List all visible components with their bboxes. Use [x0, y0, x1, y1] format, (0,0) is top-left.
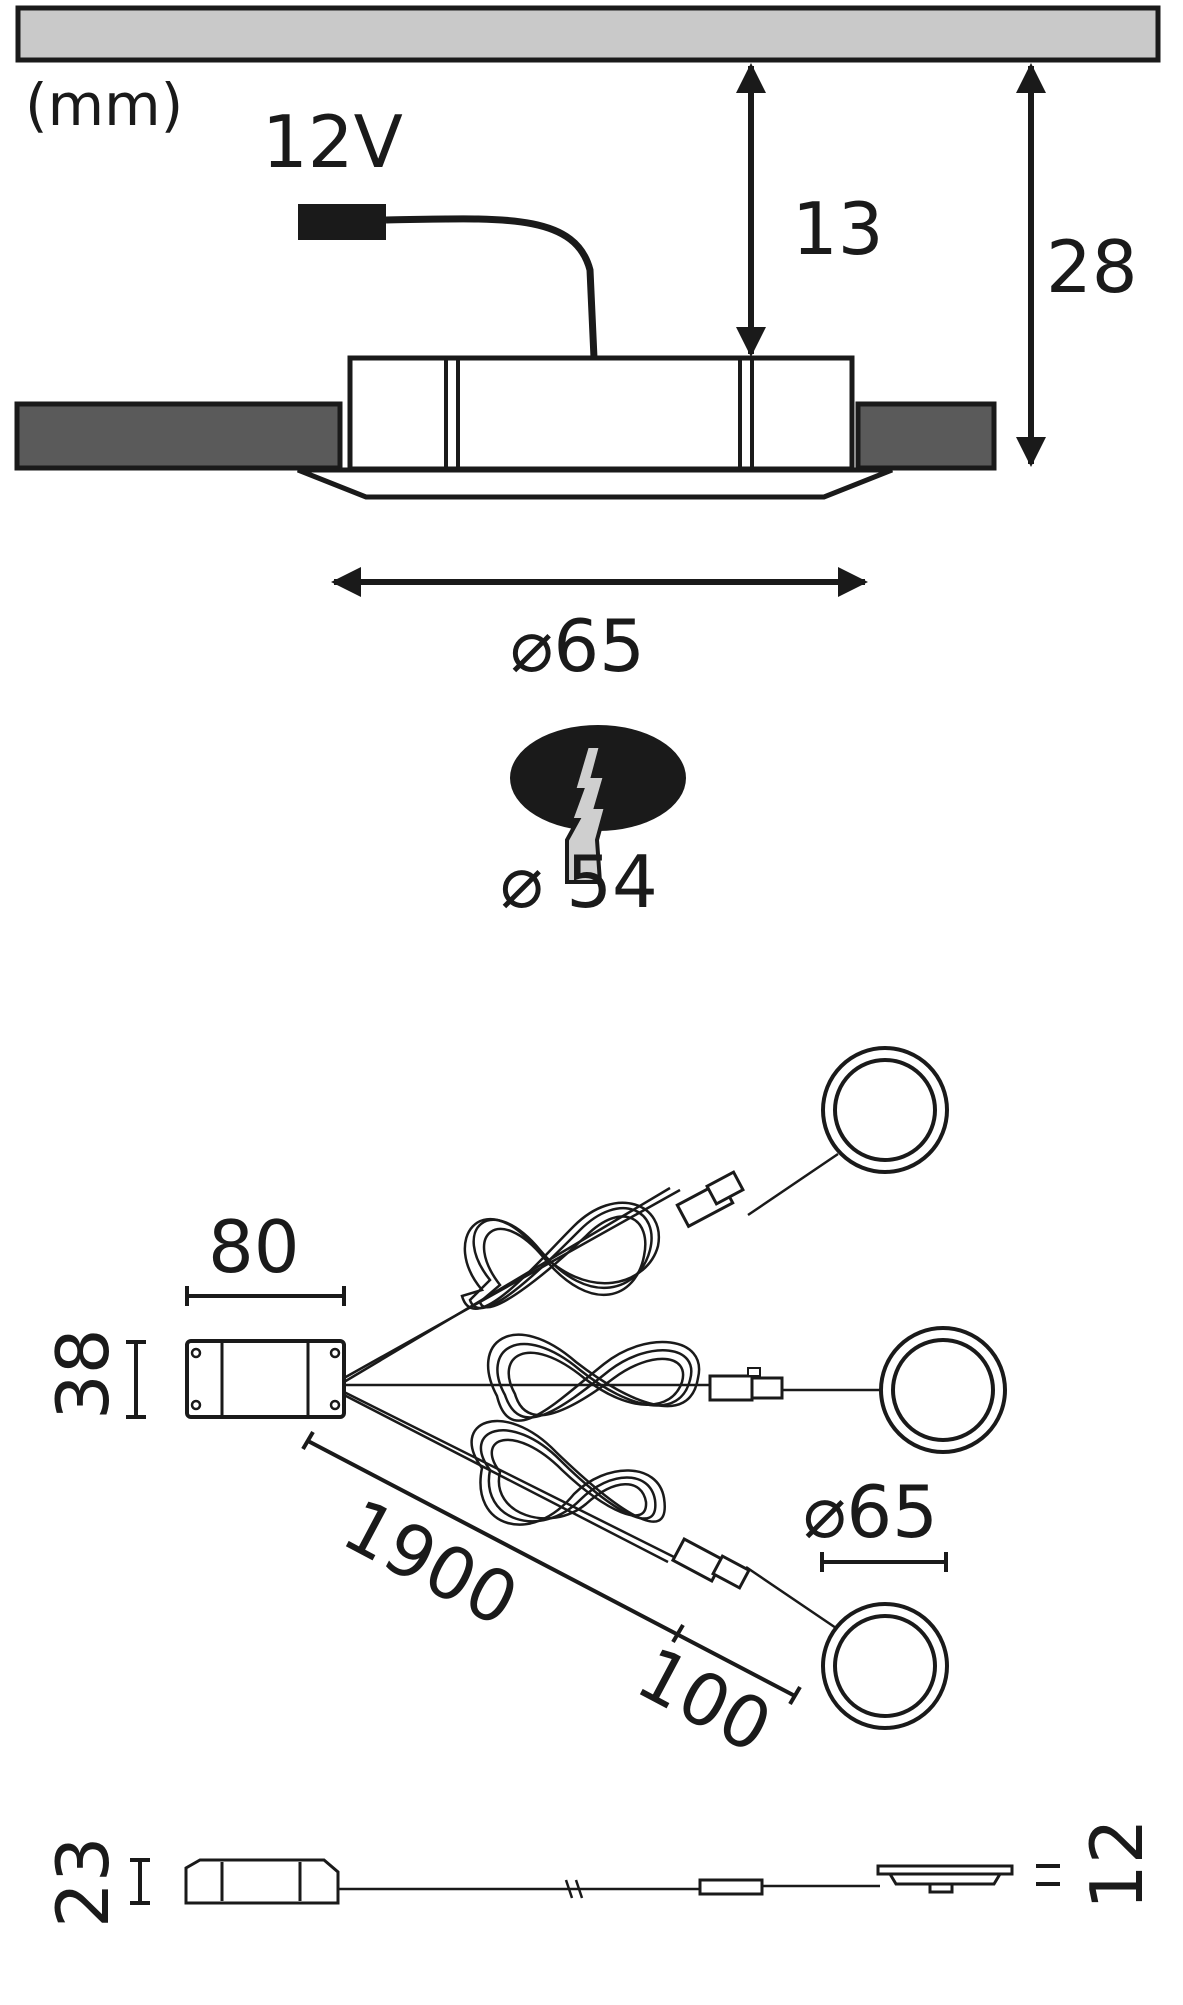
- connector-1: [675, 1170, 745, 1229]
- saw-blade-icon: [565, 744, 609, 884]
- profile-connector: [698, 1878, 764, 1896]
- lamp-diameter-label: ⌀65: [803, 1470, 938, 1554]
- lamp-1: [821, 1046, 949, 1174]
- tick: [671, 1623, 685, 1644]
- lamp-housing: [347, 355, 855, 472]
- driver-depth-label: 23: [41, 1836, 125, 1928]
- power-cable: [385, 215, 598, 359]
- coiled-cable-3: [470, 1419, 666, 1526]
- side-view: (mm) 12V 13 28 ⌀65 ⌀ 54: [14, 5, 1161, 924]
- connector-3: [670, 1537, 751, 1590]
- led-driver: [185, 1339, 346, 1419]
- tick: [301, 1430, 315, 1451]
- set-view: 80 38: [41, 1046, 1007, 1770]
- driver-profile: [184, 1858, 340, 1905]
- depth-label: 13: [792, 187, 884, 271]
- cable-break-mark: [564, 1879, 584, 1899]
- profile-view: 23 12: [41, 1818, 1159, 1928]
- lamp-depth-label: 12: [1075, 1818, 1159, 1910]
- lamp-3: [821, 1602, 949, 1730]
- coiled-cable-1: [460, 1201, 661, 1310]
- voltage-label: 12V: [262, 100, 403, 184]
- cable-length-line: [307, 1439, 796, 1698]
- total-height-label: 28: [1046, 225, 1138, 309]
- cabinet-board-left: [14, 401, 343, 471]
- lamp-2: [879, 1326, 1007, 1454]
- lamp-bezel: [297, 467, 893, 500]
- lamp-profile: [876, 1864, 1014, 1894]
- coiled-cable-2: [486, 1333, 701, 1422]
- outer-diameter-label: ⌀65: [510, 604, 645, 688]
- cutout-diameter-label: ⌀ 54: [500, 840, 658, 924]
- driver-height-label: 38: [41, 1328, 125, 1420]
- connector-2: [708, 1367, 784, 1402]
- unit-label: (mm): [25, 71, 183, 139]
- tick: [788, 1685, 802, 1706]
- cabinet-board-right: [855, 401, 997, 471]
- ceiling-panel: [15, 5, 1161, 63]
- lead-length-label: 100: [624, 1631, 785, 1770]
- driver-width-label: 80: [208, 1205, 300, 1289]
- power-connector: [298, 204, 386, 240]
- cables: [343, 1152, 890, 1630]
